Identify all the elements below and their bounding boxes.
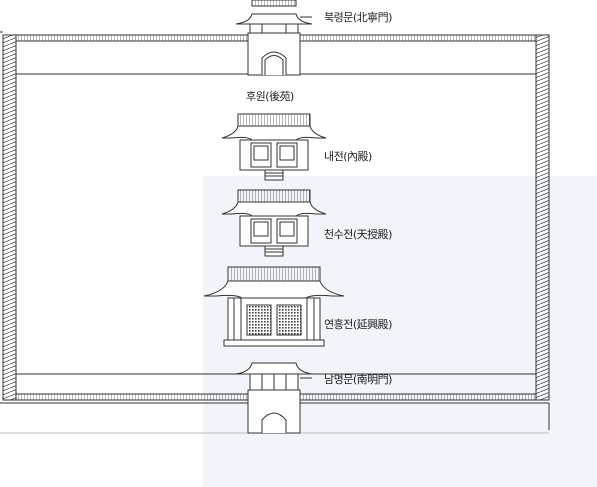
- south-gate-label: 남명문(南明門): [324, 373, 392, 386]
- yeonheung-hall-label: 연흥전(延興殿): [324, 318, 392, 331]
- label-leaders: [300, 16, 312, 379]
- inner-hall-building: [221, 113, 327, 181]
- north-gate-label: 북령문(北寧門): [324, 11, 392, 24]
- garden-label: 후원(後苑): [246, 90, 294, 103]
- cheonsu-hall-building: [221, 189, 327, 257]
- yeonheung-hall-building: [203, 266, 345, 347]
- south-gate-building: [235, 362, 313, 434]
- north-gate-building: [235, 0, 313, 76]
- cheonsu-hall-label: 천수전(天授殿): [324, 228, 392, 241]
- inner-hall-label: 내전(內殿): [324, 150, 372, 163]
